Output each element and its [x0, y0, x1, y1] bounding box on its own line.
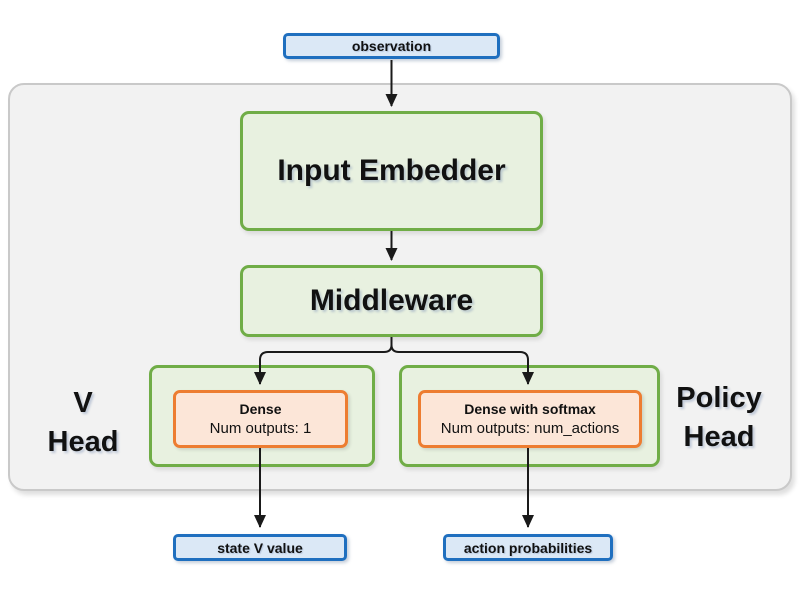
policy-head-label-line2: Head — [683, 421, 755, 453]
policy-dense-subtitle: Num outputs: num_actions — [440, 420, 620, 437]
action-probabilities-label: action probabilities — [463, 539, 593, 556]
policy-dense-title: Dense with softmax — [464, 401, 596, 417]
v-head-label-line1: V — [73, 387, 93, 419]
input-embedder-label: Input Embedder — [277, 154, 506, 187]
middleware-node: Middleware — [240, 265, 543, 337]
state-v-value-node: state V value — [173, 534, 347, 561]
v-head-label-line2: Head — [47, 426, 119, 458]
observation-node: observation — [283, 33, 500, 59]
v-dense-subtitle: Num outputs: 1 — [209, 420, 312, 437]
v-head-dense-node: Dense Num outputs: 1 — [173, 390, 348, 448]
state-v-value-label: state V value — [217, 539, 303, 556]
action-probabilities-node: action probabilities — [443, 534, 613, 561]
policy-head-dense-node: Dense with softmax Num outputs: num_acti… — [418, 390, 642, 448]
policy-head-label: Policy Head — [657, 379, 781, 457]
observation-label: observation — [351, 38, 432, 54]
middleware-label: Middleware — [309, 284, 474, 317]
input-embedder-node: Input Embedder — [240, 111, 543, 231]
v-dense-title: Dense — [239, 401, 282, 417]
v-head-label: V Head — [23, 384, 143, 462]
policy-head-label-line1: Policy — [676, 382, 762, 414]
